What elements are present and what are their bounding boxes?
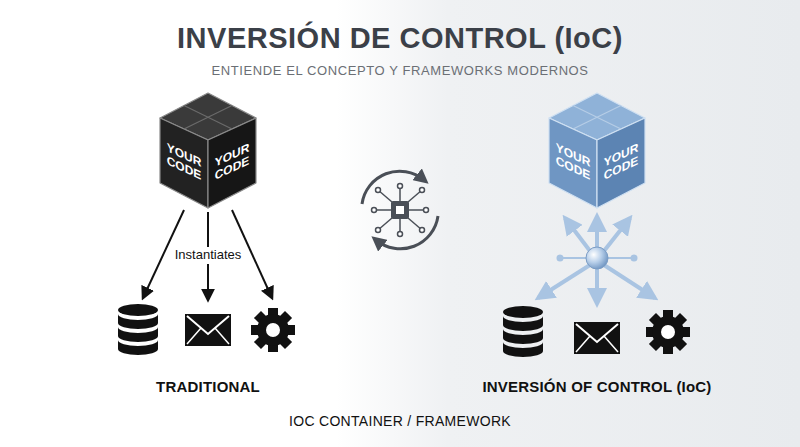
instantiate-arrows xyxy=(143,210,272,300)
cube-label: YOUR CODE xyxy=(553,140,593,184)
gear-icon xyxy=(646,310,690,354)
cube-label: YOUR CODE xyxy=(212,140,252,184)
cube-face xyxy=(597,118,645,208)
container-arrows xyxy=(538,216,655,304)
subtitle: ENTIENDE EL CONCEPTO Y FRAMEWORKS MODERN… xyxy=(211,64,588,79)
envelope-icon xyxy=(574,322,620,354)
container-hub xyxy=(586,247,608,269)
cube-label: YOUR CODE xyxy=(164,140,204,184)
gear-icon xyxy=(251,308,295,352)
cube-tape xyxy=(184,106,232,130)
database-icon xyxy=(118,304,158,355)
arrow-label: Instantiates xyxy=(172,247,245,264)
cube-face xyxy=(208,118,256,208)
cube-face xyxy=(160,118,208,208)
code-cube: YOUR CODEYOUR CODE xyxy=(549,93,645,209)
cube-label: YOUR CODE xyxy=(601,140,641,184)
footer-label: IOC CONTAINER / FRAMEWORK xyxy=(289,413,511,429)
envelope-icon xyxy=(185,314,231,346)
code-cube: YOUR CODEYOUR CODE xyxy=(160,93,256,209)
cycle-icon xyxy=(362,171,438,249)
cube-tape xyxy=(573,106,621,130)
cube-tape xyxy=(573,106,621,130)
cube-tape xyxy=(184,106,232,130)
panel-label: TRADITIONAL xyxy=(156,378,260,395)
panel-label: INVERSIÓN OF CONTROL (IoC) xyxy=(482,378,711,395)
cube-face xyxy=(549,118,597,208)
database-icon xyxy=(503,306,543,357)
title: INVERSIÓN DE CONTROL (IoC) xyxy=(177,22,623,55)
connector-dot xyxy=(557,255,564,262)
connector-dot xyxy=(631,255,638,262)
